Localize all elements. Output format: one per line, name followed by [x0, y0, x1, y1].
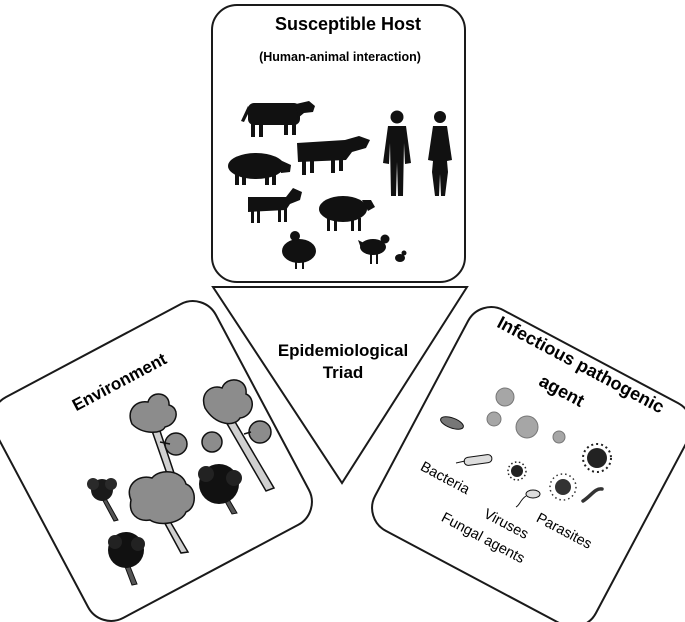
parasite-worm-icon — [581, 487, 604, 503]
bacterium-icon — [455, 454, 493, 466]
center-triangle — [211, 286, 469, 485]
triad-title-line2: Triad — [323, 363, 364, 382]
environment-panel: Environment — [0, 300, 313, 622]
virus-icon — [486, 387, 566, 444]
agent-panel: Infectious pathogenic agent — [371, 306, 685, 622]
host-subtitle: (Human-animal interaction) — [259, 50, 421, 64]
virus-icon — [507, 461, 527, 481]
chick-icon — [395, 250, 407, 262]
bush-icon — [87, 478, 119, 522]
man-icon — [383, 110, 411, 196]
sheep-icon — [319, 196, 375, 231]
bush-icon — [198, 464, 242, 515]
goat-icon — [248, 188, 302, 223]
tree-icon — [201, 379, 276, 492]
triad-title-line1: Epidemiological — [278, 341, 408, 360]
pig-icon — [228, 153, 291, 185]
bacterium-icon — [440, 416, 464, 430]
agent-box — [371, 306, 685, 622]
hen-icon — [358, 234, 390, 264]
virus-icon — [582, 443, 612, 473]
bacterium-icon — [515, 489, 541, 508]
host-panel: Susceptible Host (Human-animal interacti… — [211, 4, 466, 283]
bush-icon — [108, 532, 145, 586]
fungal-spore-icon — [549, 473, 577, 501]
cow-icon — [241, 101, 315, 137]
host-title: Susceptible Host — [275, 14, 421, 34]
bull-icon — [297, 136, 370, 175]
turkey-icon — [282, 231, 316, 269]
tree-icon — [128, 471, 195, 554]
woman-icon — [428, 111, 452, 196]
